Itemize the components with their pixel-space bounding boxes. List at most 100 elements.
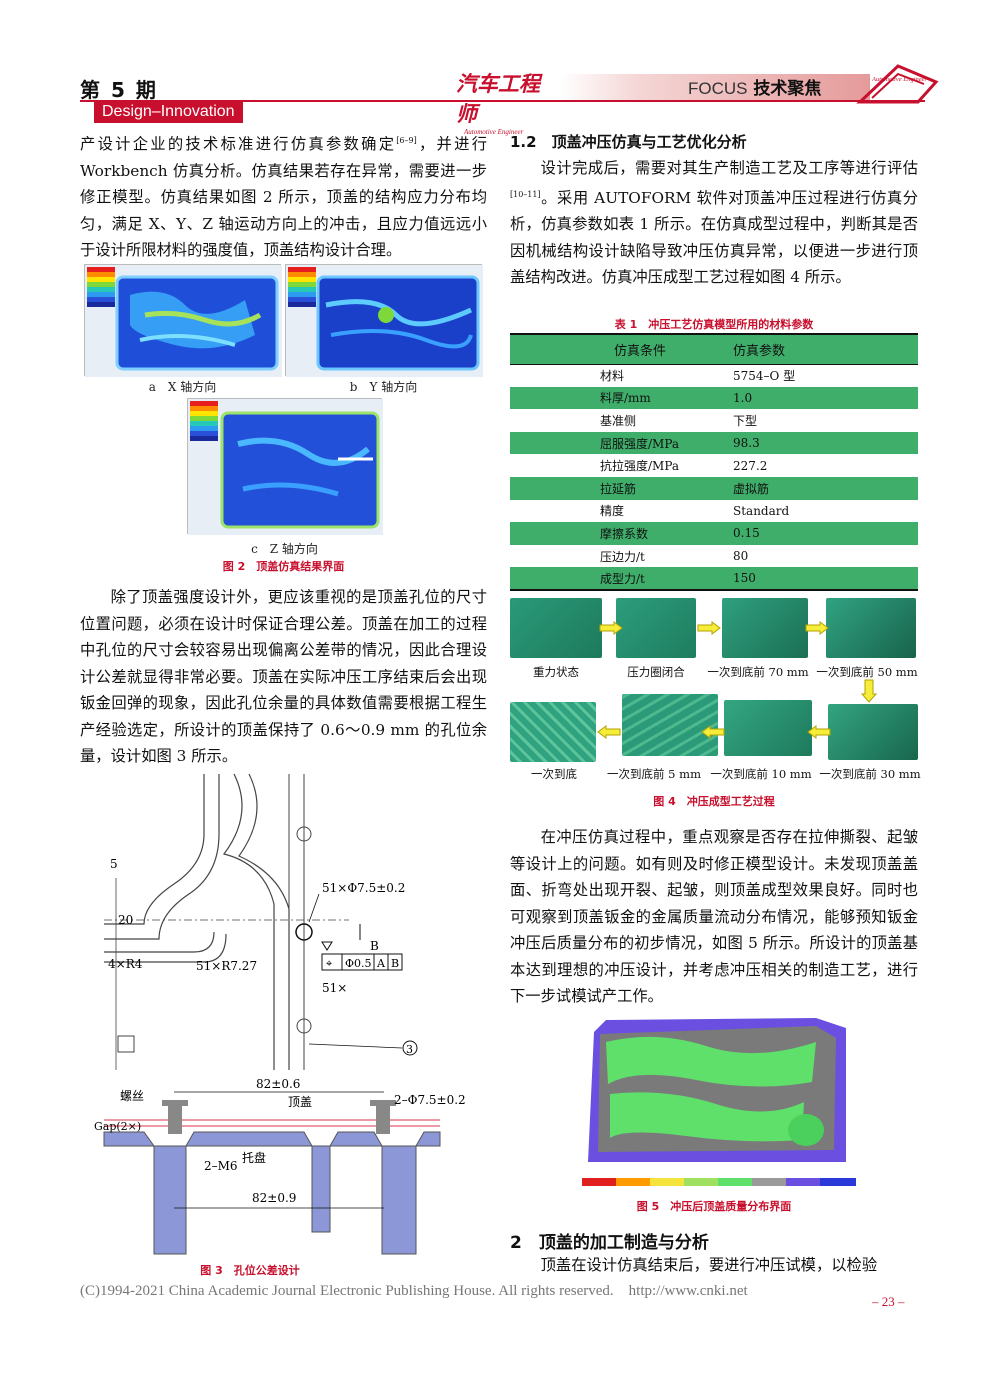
label-screw: 螺丝	[120, 1089, 144, 1103]
ref-6-9: [6–9]	[396, 136, 417, 145]
fig3-caption: 图 3 孔位公差设计	[200, 1264, 300, 1277]
stage-50mm-image	[826, 598, 916, 658]
colorbar-legend	[87, 267, 115, 307]
stage-gravity-image	[510, 598, 602, 658]
table-cell: 压边力/t	[600, 549, 645, 564]
section-title: FOCUS 技术聚焦	[688, 74, 821, 99]
table-row: 抗拉强度/MPa 227.2	[510, 454, 918, 477]
table-row: 材料 5754–O 型	[510, 364, 918, 387]
table-header: 仿真条件	[510, 333, 733, 365]
brand-small-text: Automotive Engineer	[871, 76, 928, 83]
table-cell: 屈服强度/MPa	[510, 431, 733, 455]
ref-10-11: [10–11]	[510, 189, 541, 199]
table-cell: 抗拉强度/MPa	[600, 459, 680, 474]
arrow-right-icon	[697, 621, 721, 635]
copyright-footer: (C)1994-2021 China Academic Journal Elec…	[80, 1283, 748, 1299]
table-cell: 80	[733, 549, 749, 564]
stage-label: 一次到底前 70 mm	[707, 665, 809, 679]
arrow-right-icon	[599, 621, 623, 635]
label-tray: 托盘	[242, 1150, 266, 1165]
sim-z-image	[187, 398, 383, 535]
table-cell: Standard	[733, 503, 790, 518]
section-1-2-heading: 1.2 顶盖冲压仿真与工艺优化分析	[510, 133, 747, 151]
sim-x-image	[84, 264, 282, 377]
stage-label: 一次到底前 50 mm	[816, 665, 918, 679]
p1b-text: ，并进行Workbench 仿真分析。仿真结果若存在异常，需要进一步修正模型。仿…	[80, 135, 487, 260]
table-cell: 1.0	[733, 386, 918, 410]
stage-10mm-image	[724, 700, 812, 756]
mass-distribution-image	[576, 1012, 862, 1190]
callout-3: 3	[406, 1043, 413, 1056]
table-cell: 0.15	[733, 522, 918, 545]
dim-top: 82±0.6	[256, 1077, 300, 1091]
table-row: 基准侧 下型	[510, 409, 918, 432]
datum-b: B	[370, 939, 379, 953]
fig2b-label: b Y 轴方向	[349, 380, 418, 394]
arrow-left-icon	[701, 725, 725, 739]
tol-datum-a: A	[376, 957, 386, 970]
focus-cn: 技术聚焦	[753, 79, 822, 99]
table-cell: 98.3	[733, 431, 918, 455]
dim-r4: 4×R4	[108, 957, 143, 971]
stage-label: 一次到底前 10 mm	[710, 767, 812, 781]
paragraph-3: 设计完成后，需要对其生产制造工艺及工序等进行评估 [10–11]。采用 AUTOF…	[510, 155, 918, 291]
sim-y-image	[285, 264, 483, 377]
fig5-caption: 图 5 冲压后顶盖质量分布界面	[636, 1200, 792, 1213]
position-icon: ⌖	[326, 957, 332, 970]
table-header: 仿真参数	[733, 333, 918, 365]
table-cell: 料厚/mm	[510, 386, 733, 410]
stage-final-image	[510, 702, 596, 762]
fig2a-label: a X 轴方向	[148, 380, 217, 394]
paragraph-5: 顶盖在设计仿真结束后，要进行冲压试模，以检验	[540, 1256, 878, 1274]
stage-label: 一次到底	[531, 767, 577, 781]
table-cell: 227.2	[733, 458, 768, 473]
table-row: 拉延筋虚拟筋	[510, 476, 918, 500]
label-gap: Gap(2×)	[94, 1120, 141, 1133]
table-row: 精度 Standard	[510, 500, 918, 523]
stage-label: 一次到底前 5 mm	[607, 767, 701, 781]
table-cell: 材料	[600, 369, 625, 384]
stage-5mm-image	[622, 694, 718, 756]
table-cell: 精度	[600, 504, 625, 519]
stage-70mm-image	[722, 598, 808, 658]
paragraph-2: 除了顶盖强度设计外，更应该重视的是顶盖孔位的尺寸位置问题，必须在设计时保证合理公…	[80, 588, 487, 765]
dim-hole2: 2–Φ7.5±0.2	[394, 1093, 466, 1107]
arrow-right-icon	[805, 621, 829, 635]
column-tag: Design–Innovation	[94, 101, 243, 123]
colorbar-legend	[288, 267, 316, 307]
table-cell: 摩擦系数	[510, 522, 733, 545]
table-cell: 成型力/t	[510, 567, 733, 591]
header-band	[560, 74, 870, 100]
stage-binder-image	[616, 598, 696, 658]
p3b-text: 。采用 AUTOFORM 软件对顶盖冲压过程进行仿真分析，仿真参数如表 1 所示…	[510, 188, 918, 287]
stage-label: 压力圈闭合	[627, 665, 685, 679]
fig4-caption: 图 4 冲压成型工艺过程	[653, 795, 775, 808]
page-number: – 23 –	[872, 1294, 905, 1309]
fig2c-label: c Z 轴方向	[251, 542, 318, 556]
arrow-left-icon	[597, 725, 621, 739]
table-cell: 虚拟筋	[733, 476, 918, 500]
label-m6: 2–M6	[204, 1159, 238, 1173]
hole-count: 51×	[322, 981, 347, 995]
label-roof: 顶盖	[288, 1095, 312, 1109]
p3a-text: 设计完成后，需要对其生产制造工艺及工序等进行评估	[540, 159, 918, 177]
table-cell: 下型	[733, 413, 758, 428]
dim-5: 5	[110, 857, 118, 871]
table-cell: 基准侧	[600, 413, 637, 428]
paragraph-4: 在冲压仿真过程中，重点观察是否存在拉伸撕裂、起皱等设计上的问题。如有则及时修正模…	[510, 828, 918, 1005]
brand-swoosh-icon: Automotive Engineer	[856, 64, 939, 104]
dim-20: 20	[118, 913, 133, 927]
paragraph-1: 产设计企业的技术标准进行仿真参数确定[6–9]，并进行Workbench 仿真分…	[80, 128, 487, 264]
table-cell: 5754–O 型	[733, 369, 796, 384]
table-cell: 拉延筋	[510, 476, 733, 500]
header-rule	[80, 100, 925, 102]
dim-hole: 51×Φ7.5±0.2	[322, 881, 405, 895]
focus-en: FOCUS	[688, 79, 748, 98]
tol-value: Φ0.5	[345, 957, 372, 970]
arrow-down-icon	[860, 679, 878, 703]
issue-number: 第 5 期	[80, 78, 158, 102]
stage-label: 一次到底前 30 mm	[819, 767, 921, 781]
